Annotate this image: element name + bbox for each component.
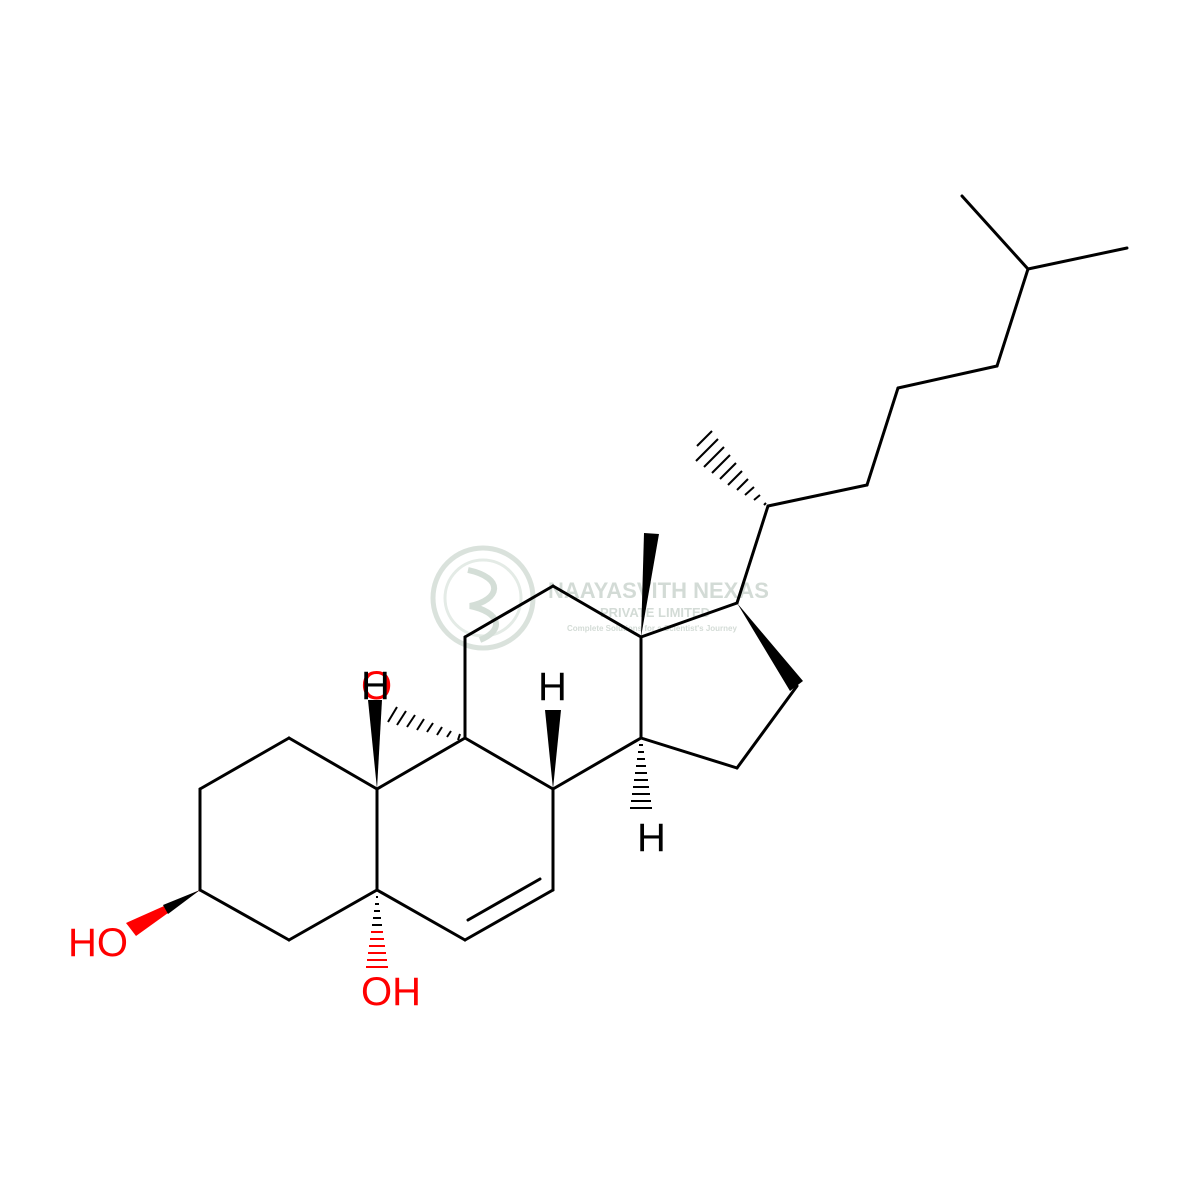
bond-c4-c5: [287, 888, 379, 942]
watermark-tagline: Complete Solutions for a Scientist's Jou…: [567, 624, 737, 633]
bond-c14-c15: [639, 736, 739, 770]
bond-c1-c2: [198, 736, 291, 791]
bond-c15-c16: [735, 684, 799, 770]
atom-label-epoxide-h-overlap: H: [361, 664, 390, 708]
bond-c17-c20: [735, 504, 770, 605]
atom-label-epoxide-o: O: [361, 664, 392, 708]
wedge-c16-c17: [737, 603, 803, 691]
bond-c17-c13: [639, 601, 739, 639]
hash-c5-oh: [372, 896, 382, 926]
atom-label-h-8: H: [538, 665, 567, 709]
bond-c5-c6: [375, 888, 467, 942]
bond-c6-c7-double: [466, 877, 542, 922]
wedge-c8-h: [545, 710, 561, 789]
atom-label-h-14: H: [637, 816, 666, 860]
watermark-logo-icon: [430, 545, 536, 651]
atom-label-oh-5: OH: [361, 970, 421, 1014]
bond-c8-c9: [463, 736, 555, 791]
bond-c3-c4: [198, 888, 291, 942]
bond-c24-c25: [995, 267, 1030, 368]
bond-c9-c10: [375, 736, 467, 791]
watermark-name: NAAYASVITH NEXAS: [548, 578, 769, 603]
bond-c11-c12: [463, 584, 555, 639]
bond-c6-c7: [463, 888, 555, 942]
bond-c25-c26: [1026, 246, 1129, 271]
bond-c14-c8: [551, 736, 643, 791]
watermark: NAAYASVITH NEXAS PRIVATE LIMITED Complet…: [430, 545, 769, 651]
hash-c20-c21: [695, 430, 767, 506]
bond-c25-c27: [960, 194, 1030, 271]
hash-c14-h: [630, 744, 652, 809]
wedge-c13-c18: [641, 533, 659, 637]
wedge-c10-epoxide: [368, 700, 382, 789]
wedge-c3-oh-black: [163, 890, 200, 914]
bond-c10-c1: [287, 736, 379, 791]
hash-c9-epoxide: [387, 706, 461, 741]
atom-label-ho-3: HO: [68, 921, 128, 965]
watermark-subtitle: PRIVATE LIMITED: [600, 605, 710, 620]
hash-c5-oh-red: [366, 931, 388, 968]
bond-c23-c24: [896, 364, 999, 390]
bond-c12-c13: [551, 584, 643, 639]
bond-c20-c22: [766, 483, 869, 508]
bond-c22-c23: [865, 386, 900, 487]
